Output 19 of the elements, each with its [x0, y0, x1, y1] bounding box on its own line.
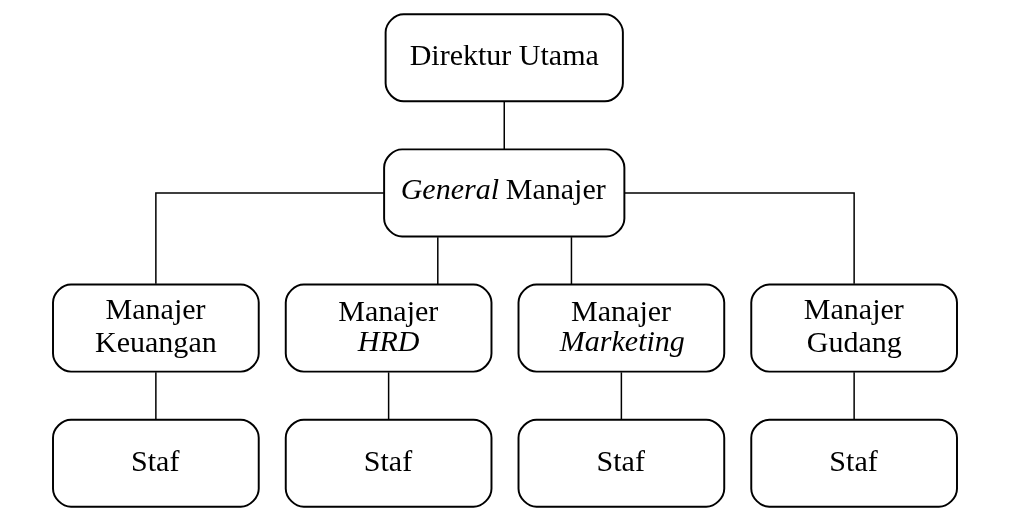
node-box: General Manajer	[383, 148, 626, 238]
node-box: Manajer Keuangan	[52, 283, 260, 373]
node-box: Manajer HRD	[284, 283, 493, 373]
connector	[620, 371, 623, 421]
node-box: Staf	[52, 418, 260, 508]
node-box: Staf	[517, 418, 726, 508]
node-box: Manajer Marketing	[517, 283, 726, 373]
node-box: Manajer Gudang	[750, 283, 958, 373]
connector	[623, 192, 855, 285]
connector	[155, 192, 385, 285]
connector	[387, 371, 390, 421]
connector	[570, 236, 573, 285]
connector	[853, 371, 855, 421]
connector	[437, 236, 439, 285]
node-box: Staf	[284, 418, 493, 508]
connector	[155, 371, 157, 421]
node-box: Direktur Utama	[384, 13, 624, 103]
node-box: Staf	[750, 418, 958, 508]
connector	[503, 101, 505, 150]
